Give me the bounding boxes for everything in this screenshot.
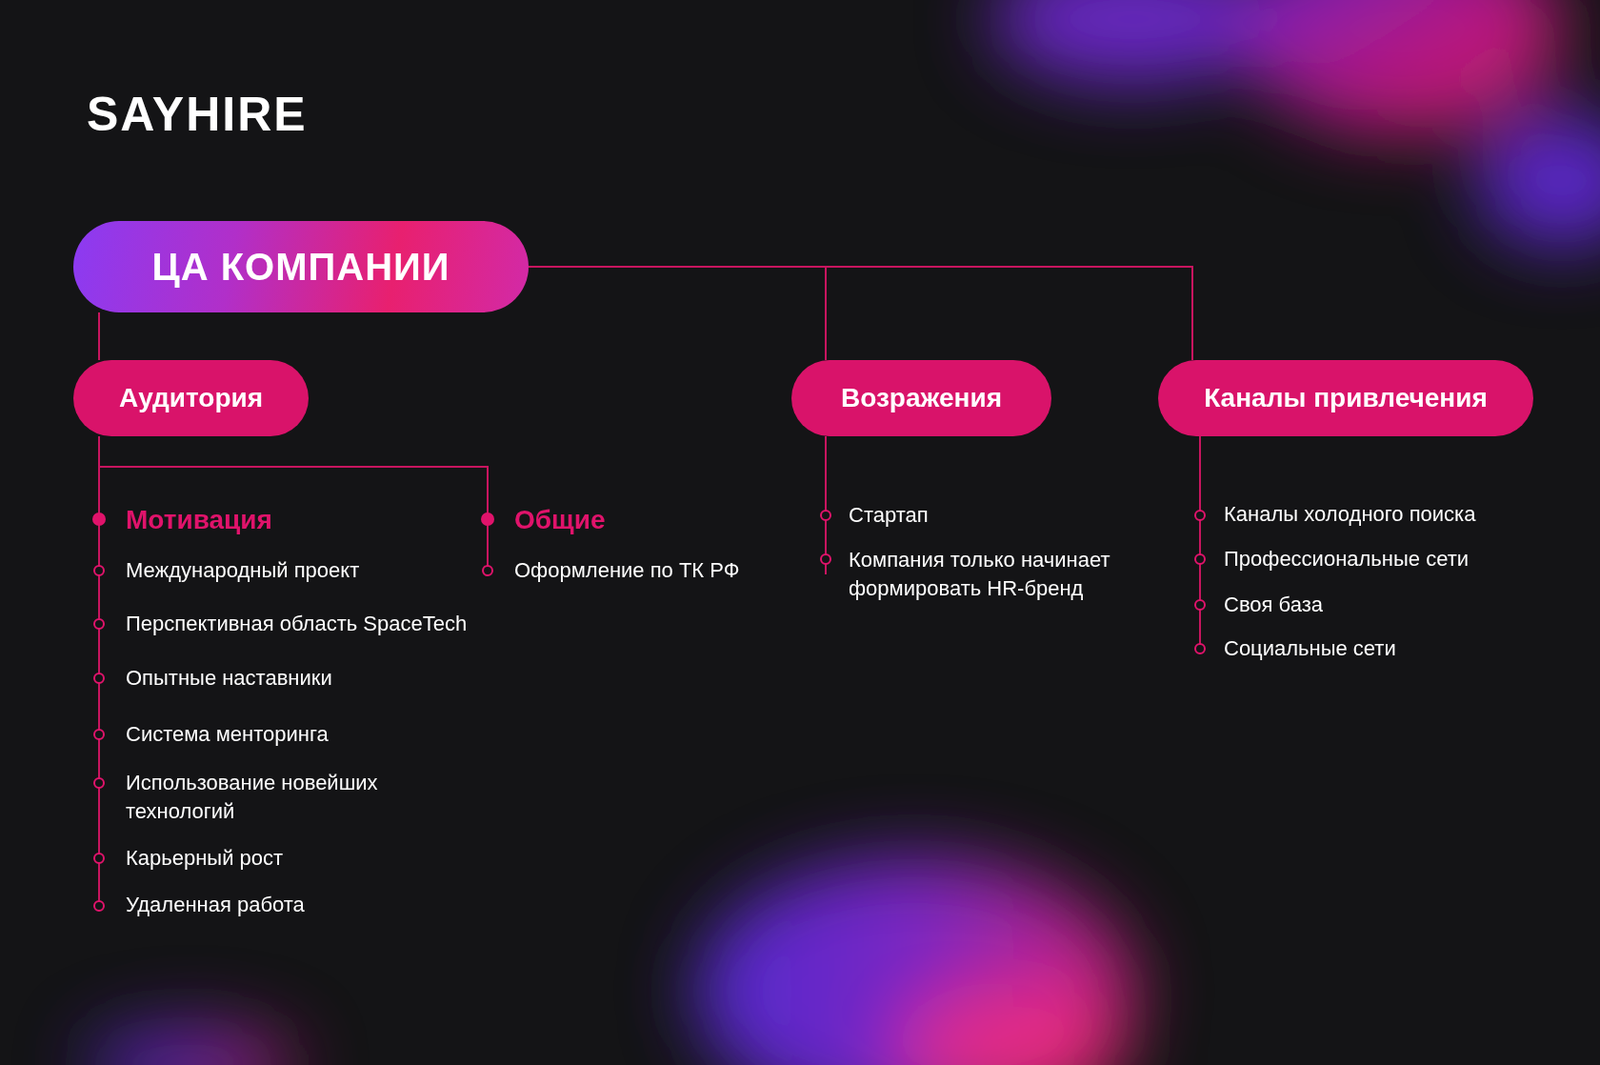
group-heading: Мотивация [125,501,273,539]
bullet [820,554,831,564]
blob [990,0,1277,86]
list-item: Карьерный рост [125,843,283,873]
bullet [482,565,493,576]
list-item: Профессиональные сети [1223,544,1469,574]
blob-group [85,0,1600,1065]
category-pill: Возражения [791,360,1052,437]
list-item: Международный проект [125,556,360,585]
title-text: ЦА КОМПАНИИ [151,245,450,289]
blob [1238,0,1562,134]
category-text: Каналы привлечения [1203,382,1488,414]
heading-bullet [480,512,495,526]
category-text: Аудитория [119,382,263,414]
blob [695,857,1134,1065]
logo: SAYHIRE [86,82,308,148]
bullet [94,900,104,911]
list-item: Стартап [848,500,929,530]
list-line [1199,436,1201,649]
category-pill: Каналы привлечения [1158,360,1534,437]
list-item: Социальные сети [1223,634,1397,663]
list-item: Использование новейших технологий [125,768,412,825]
category-text: Возражения [840,382,1002,414]
connector [98,312,100,360]
blob [895,980,1124,1065]
title-pill: ЦА КОМПАНИИ [73,220,529,313]
heading-bullet [92,512,106,526]
bullet [94,778,104,788]
blob [1476,114,1600,248]
list-item: Опытные наставники [125,663,333,693]
list-item: Своя база [1223,590,1323,620]
bullet [1195,600,1205,610]
list-item: Каналы холодного поиска [1223,500,1476,529]
group-heading: Общие [514,501,605,539]
connector [528,266,826,360]
list-item: Удаленная работа [125,890,305,920]
bullet [94,729,104,740]
connector [528,266,1193,360]
category-pill: Аудитория [73,360,309,437]
blob [85,1026,296,1065]
list-item: Оформление по ТК РФ [514,556,740,585]
bullet [94,619,104,629]
bullet [94,565,104,576]
bullet [820,510,831,520]
bullet [1195,510,1205,520]
list-line [98,436,100,906]
bullet [94,673,104,683]
bullet [94,853,104,863]
list-item: Перспективная область SpaceTech [125,609,467,639]
list-item: Система менторинга [125,720,329,749]
bullet [1195,643,1205,654]
bullet [1195,554,1205,564]
list-branch [99,466,488,571]
list-item: Компания только начинает формировать HR-… [848,545,1154,602]
